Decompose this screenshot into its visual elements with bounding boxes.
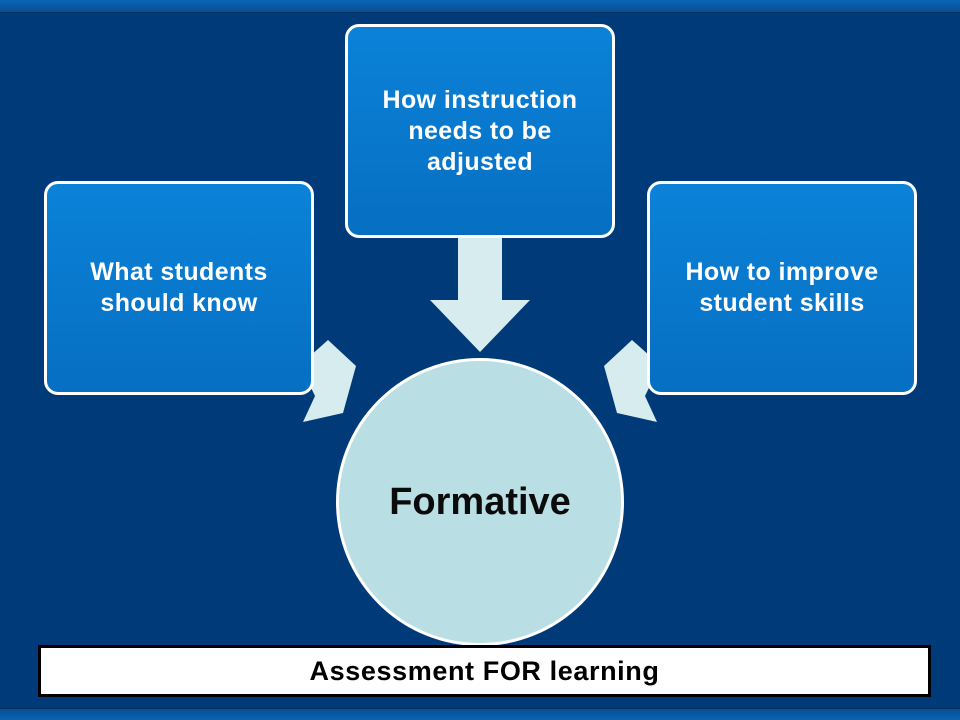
box-how-instruction-needs-adjusting: How instruction needs to be adjusted	[345, 24, 615, 238]
box-how-to-improve-skills: How to improve student skills	[647, 181, 917, 395]
center-label: Formative	[389, 480, 571, 523]
box-top-label: How instruction needs to be adjusted	[382, 85, 578, 176]
center-circle: Formative	[336, 358, 624, 646]
top-band	[0, 0, 960, 13]
footer-caption: Assessment FOR learning	[38, 645, 931, 697]
box-what-students-should-know: What students should know	[44, 181, 314, 395]
arrow-left	[300, 340, 356, 422]
arrow-top	[430, 238, 530, 352]
footer-label: Assessment FOR learning	[309, 655, 660, 686]
box-right-label: How to improve student skills	[685, 258, 879, 317]
box-left-label: What students should know	[90, 258, 268, 317]
arrow-right	[604, 340, 660, 422]
bottom-band	[0, 708, 960, 720]
